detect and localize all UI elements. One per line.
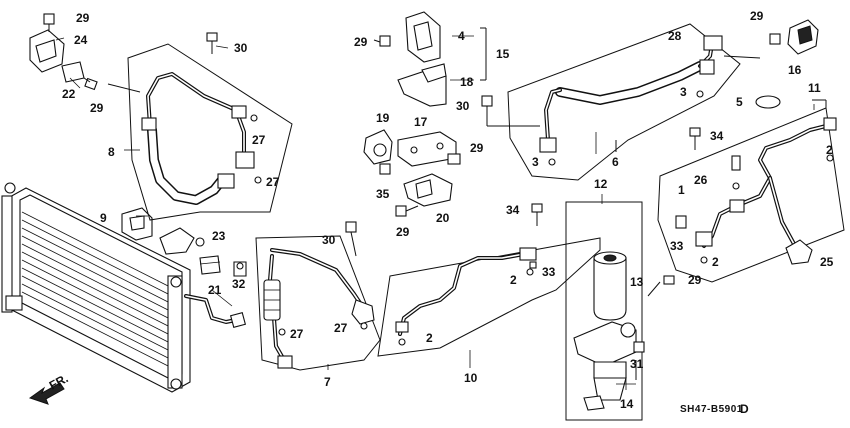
- callout-29: 29: [90, 101, 104, 115]
- callout-22: 22: [62, 87, 76, 101]
- callout-25: 25: [820, 255, 834, 269]
- callout-15: 15: [496, 47, 510, 61]
- bolt-34-center: [531, 203, 543, 226]
- liquid-pipe-group-11: [657, 99, 845, 283]
- callout-27: 27: [290, 327, 304, 341]
- callout-2: 2: [712, 255, 719, 269]
- callout-2: 2: [426, 331, 433, 345]
- liquid-pipe-group-7: [255, 221, 381, 371]
- callout-35: 35: [376, 187, 390, 201]
- callout-27: 27: [334, 321, 348, 335]
- callout-30: 30: [456, 99, 470, 113]
- callout-29: 29: [396, 225, 410, 239]
- cap-5: [755, 95, 781, 109]
- callout-13: 13: [630, 275, 644, 289]
- pipe-clamp-bracket-4: [373, 11, 487, 107]
- callout-33: 33: [670, 239, 684, 253]
- callout-33: 33: [542, 265, 556, 279]
- callout-32: 32: [232, 277, 246, 291]
- callout-29: 29: [688, 273, 702, 287]
- callout-18: 18: [460, 75, 474, 89]
- callout-3: 3: [532, 155, 539, 169]
- callout-labels: 29 24 22 29 30 8 27 27 9 23 21 32 29 4 1…: [47, 9, 834, 416]
- callout-27: 27: [252, 133, 266, 147]
- callout-28: 28: [668, 29, 682, 43]
- condenser: [1, 182, 247, 393]
- callout-34: 34: [710, 129, 724, 143]
- callout-1: 1: [678, 183, 685, 197]
- callout-29: 29: [750, 9, 764, 23]
- callout-29: 29: [354, 35, 368, 49]
- diagram-code-suffix: D: [740, 402, 749, 416]
- receiver-bracket-group: [29, 13, 98, 91]
- callout-20: 20: [436, 211, 450, 225]
- callout-29: 29: [470, 141, 484, 155]
- callout-26: 26: [694, 173, 708, 187]
- bracket-16: [769, 19, 819, 55]
- leader-lines: [55, 35, 815, 390]
- callout-19: 19: [376, 111, 390, 125]
- liquid-pipe-group-10: [377, 237, 601, 357]
- callout-9: 9: [100, 211, 107, 225]
- callout-2: 2: [826, 143, 833, 157]
- brackets-17-19-20: [363, 129, 461, 217]
- bolt-30-center: [481, 95, 540, 127]
- callout-21: 21: [208, 283, 222, 297]
- callout-30: 30: [322, 233, 336, 247]
- callout-3: 3: [680, 85, 687, 99]
- callout-7: 7: [324, 375, 331, 389]
- callout-5: 5: [736, 95, 743, 109]
- diagram-code: SH47-B5901: [680, 404, 743, 415]
- callout-27: 27: [266, 175, 280, 189]
- callout-30: 30: [234, 41, 248, 55]
- callout-2: 2: [510, 273, 517, 287]
- callout-10: 10: [464, 371, 478, 385]
- callout-17: 17: [414, 115, 428, 129]
- callout-16: 16: [788, 63, 802, 77]
- receiver-dryer-group: [565, 201, 675, 421]
- callout-23: 23: [212, 229, 226, 243]
- callout-11: 11: [808, 81, 821, 95]
- callout-14: 14: [620, 397, 634, 411]
- callout-29: 29: [76, 11, 90, 25]
- front-direction-arrow: [28, 382, 65, 405]
- callout-12: 12: [594, 177, 608, 191]
- discharge-hose-group: [107, 32, 293, 221]
- callout-6: 6: [612, 155, 619, 169]
- callout-34: 34: [506, 203, 520, 217]
- bolt-34-right: [689, 127, 701, 150]
- callout-31: 31: [630, 357, 644, 371]
- callout-24: 24: [74, 33, 88, 47]
- callout-4: 4: [458, 29, 465, 43]
- suction-pipe-group: [507, 23, 761, 181]
- callout-8: 8: [108, 145, 115, 159]
